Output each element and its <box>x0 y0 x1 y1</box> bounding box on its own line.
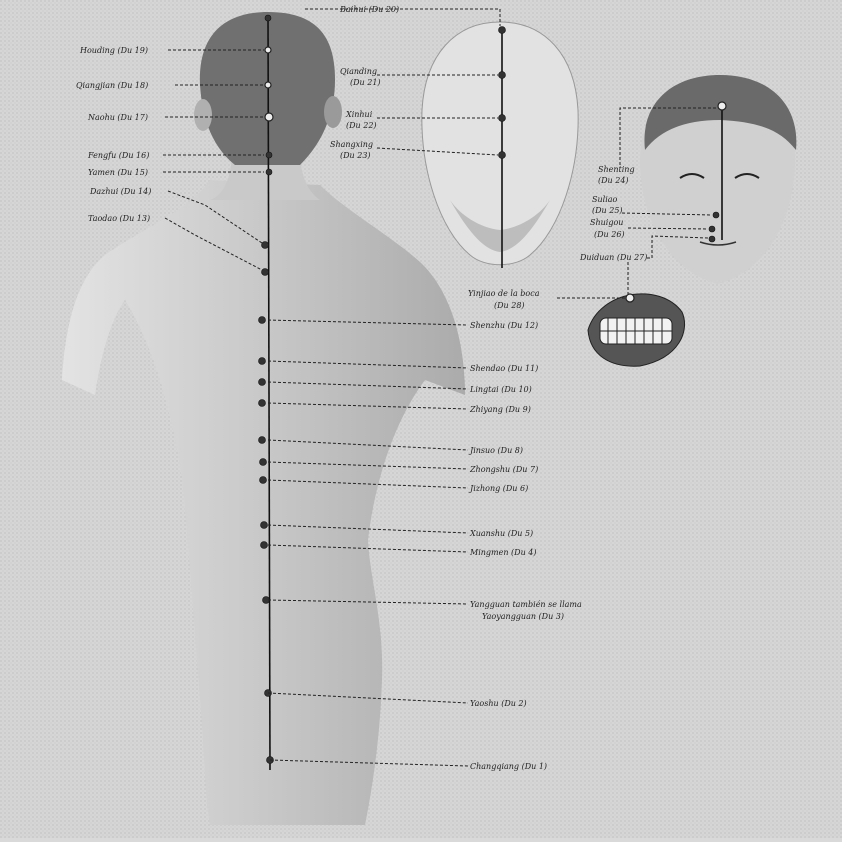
point-houding <box>265 47 271 53</box>
point-shangxing-top <box>499 152 506 159</box>
label-qiangjian: Qiangjian (Du 18) <box>76 81 148 90</box>
point-suliao <box>713 212 719 218</box>
label-yaoshu: Yaoshu (Du 2) <box>470 699 527 708</box>
label-shendao: Shendao (Du 11) <box>470 364 538 373</box>
label-houding: Houding (Du 19) <box>79 46 148 55</box>
point-qiangjian <box>265 82 271 88</box>
label-shenzhu: Shenzhu (Du 12) <box>470 321 538 330</box>
label-shenting-1: Shenting <box>598 165 635 174</box>
point-taodao <box>262 269 269 276</box>
label-jizhong: Jizhong (Du 6) <box>468 484 528 493</box>
point-naohu <box>265 113 273 121</box>
point-baihui-top <box>499 27 506 34</box>
point-zhiyang <box>259 400 266 407</box>
left-ear <box>194 99 212 131</box>
point-jizhong <box>260 477 267 484</box>
point-lingtai <box>259 379 266 386</box>
point-mingmen <box>261 542 268 549</box>
point-fengfu <box>266 152 272 158</box>
point-shuigou <box>709 226 715 232</box>
label-jinsuo: Jinsuo (Du 8) <box>468 446 523 455</box>
point-baihui <box>265 15 271 21</box>
label-duiduan: Duiduan (Du 27) <box>579 253 647 262</box>
label-shuigou-2: (Du 26) <box>594 230 625 239</box>
label-zhiyang: Zhiyang (Du 9) <box>469 405 531 414</box>
label-qianding-1: Qianding <box>340 67 377 76</box>
label-zhongshu: Zhongshu (Du 7) <box>469 465 538 474</box>
label-yinjiao-2: (Du 28) <box>494 301 525 310</box>
label-shangxing-2: (Du 23) <box>340 151 371 160</box>
label-taodao: Taodao (Du 13) <box>88 214 150 223</box>
point-jinsuo <box>259 437 266 444</box>
point-xinhui-top <box>499 115 506 122</box>
label-xinhui-2: (Du 22) <box>346 121 377 130</box>
point-yamen <box>266 169 272 175</box>
point-qianding-top <box>499 72 506 79</box>
label-lingtai: Lingtai (Du 10) <box>469 385 532 394</box>
point-shendao <box>259 358 266 365</box>
label-shuigou-1: Shuigou <box>590 218 623 227</box>
right-ear <box>324 96 342 128</box>
label-mingmen: Mingmen (Du 4) <box>469 548 536 557</box>
label-suliao-2: (Du 25) <box>592 206 623 215</box>
label-baihui: Baihui (Du 20) <box>339 5 399 14</box>
point-zhongshu <box>260 459 267 466</box>
label-suliao-1: Suliao <box>592 195 618 204</box>
label-dazhui: Dazhui (Du 14) <box>89 187 151 196</box>
label-fengfu: Fengfu (Du 16) <box>87 151 149 160</box>
point-xuanshu <box>261 522 268 529</box>
label-yaoyangguan-1: Yangguan también se llama <box>470 600 582 609</box>
point-yinjiao <box>626 294 634 302</box>
label-xinhui-1: Xinhui <box>345 110 373 119</box>
label-qianding-2: (Du 21) <box>350 78 381 87</box>
point-shenzhu <box>259 317 266 324</box>
label-naohu: Naohu (Du 17) <box>87 113 148 122</box>
point-duiduan <box>709 236 715 242</box>
label-shenting-2: (Du 24) <box>598 176 629 185</box>
label-yinjiao-1: Yinjiao de la boca <box>468 289 540 298</box>
label-yamen: Yamen (Du 15) <box>88 168 148 177</box>
label-xuanshu: Xuanshu (Du 5) <box>469 529 533 538</box>
point-dazhui <box>262 242 269 249</box>
point-shenting <box>718 102 726 110</box>
label-changqiang: Changqiang (Du 1) <box>470 762 547 771</box>
label-shangxing-1: Shangxing <box>330 140 373 149</box>
label-yaoyangguan-2: Yaoyangguan (Du 3) <box>482 612 564 621</box>
